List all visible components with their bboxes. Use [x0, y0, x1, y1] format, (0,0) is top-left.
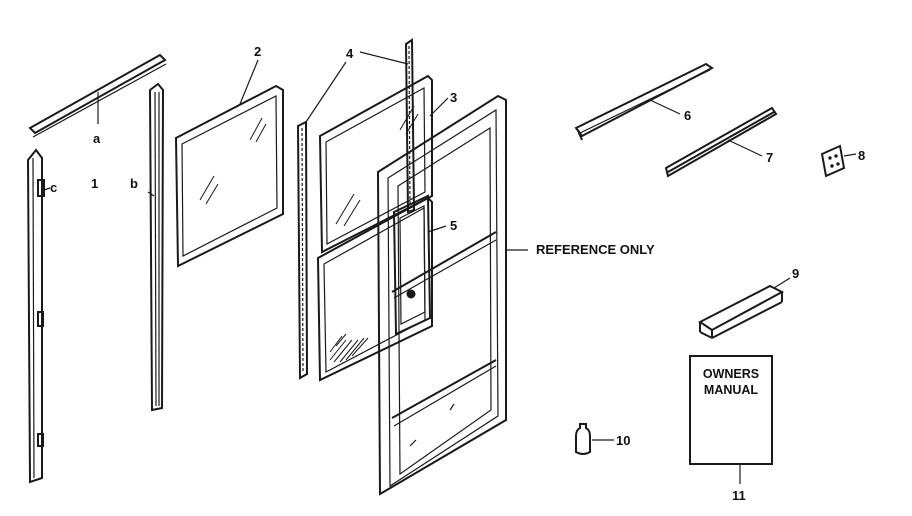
- block-9: [698, 277, 791, 339]
- manual-title-line1: OWNERS: [703, 367, 759, 381]
- glass-hatching: [329, 333, 369, 363]
- side-frame-b: [147, 82, 165, 412]
- weather-strip-4-left: [296, 61, 347, 380]
- label-11: 11: [732, 488, 746, 503]
- top-rail-a: [28, 53, 167, 138]
- rail-6: [574, 62, 714, 141]
- label-3: 3: [450, 90, 457, 105]
- strip-7: [664, 106, 778, 178]
- door-frame-reference: [376, 94, 528, 496]
- manual-title-line2: MANUAL: [704, 383, 759, 397]
- owners-manual-11: [689, 355, 773, 484]
- side-frame-c: [26, 148, 51, 484]
- label-b: b: [130, 176, 138, 191]
- label-4: 4: [346, 46, 354, 61]
- label-5: 5: [450, 218, 457, 233]
- screen-insert-5: [392, 194, 447, 336]
- reference-only-label: REFERENCE ONLY: [536, 242, 655, 257]
- label-a: a: [93, 131, 101, 146]
- label-8: 8: [858, 148, 865, 163]
- bottle-10: [575, 423, 614, 455]
- glass-panel-2: [174, 59, 284, 268]
- weather-strip-4-right: [359, 38, 416, 214]
- label-9: 9: [792, 266, 799, 281]
- label-6: 6: [684, 108, 691, 123]
- label-7: 7: [766, 150, 773, 165]
- label-1: 1: [91, 176, 98, 191]
- bracket-8: [820, 144, 857, 178]
- label-10: 10: [616, 433, 630, 448]
- label-c: c: [50, 180, 57, 195]
- label-2: 2: [254, 44, 261, 59]
